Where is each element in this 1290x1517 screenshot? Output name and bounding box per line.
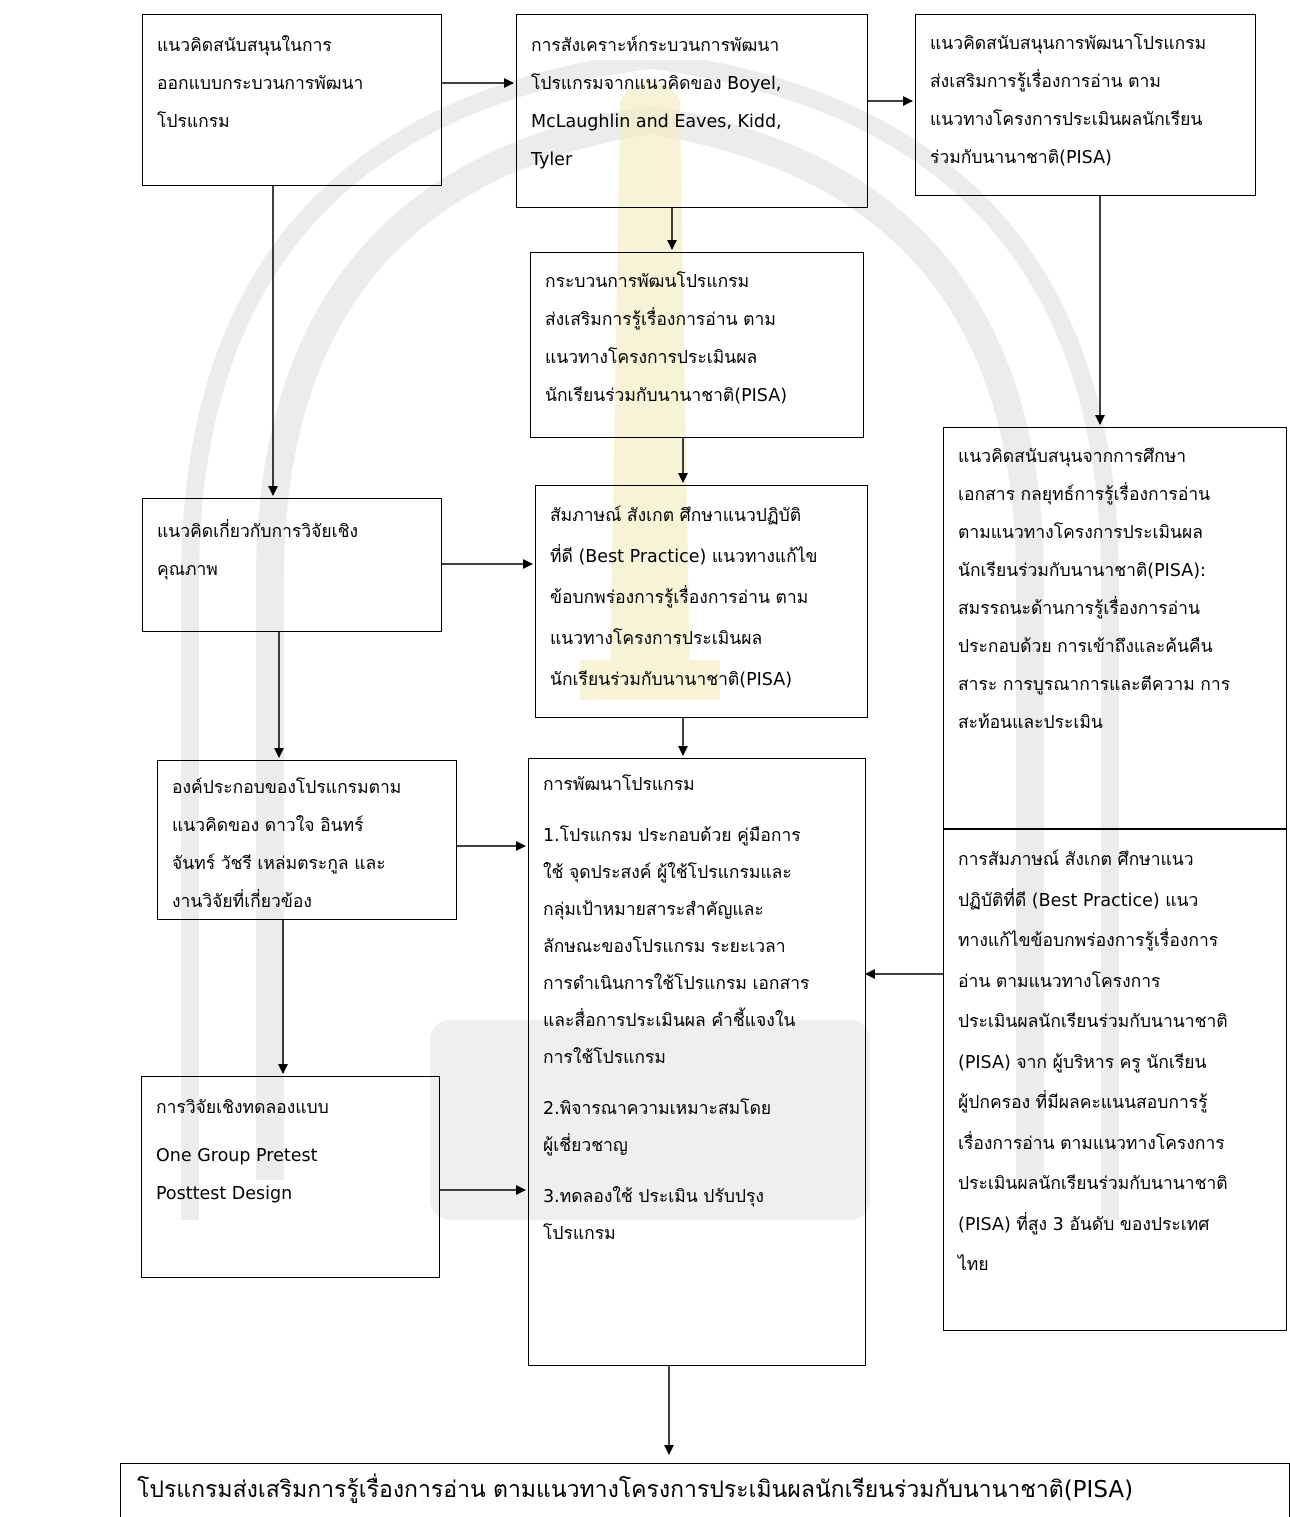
box-line: จันทร์ วัชรี เหล่มตระกูล และ: [172, 854, 386, 874]
box-line: ที่ดี (Best Practice) แนวทางแก้ไข: [550, 547, 818, 567]
box-line: แนวคิดของ ดาวใจ อินทร์: [172, 816, 364, 836]
box-dev-process: กระบวนการพัฒนโปรแกรม ส่งเสริมการรู้เรื่อ…: [530, 252, 864, 438]
box-synthesis: การสังเคราะห์กระบวนการพัฒนา โปรแกรมจากแน…: [516, 14, 868, 208]
box-program-development: การพัฒนาโปรแกรม 1.โปรแกรม ประกอบด้วย คู่…: [528, 758, 866, 1366]
box-line: การสัมภาษณ์ สังเกต ศึกษาแนว: [958, 850, 1194, 870]
box-line: ส่งเสริมการรู้เรื่องการอ่าน ตาม: [545, 310, 776, 330]
box-line: โปรแกรม: [543, 1224, 616, 1244]
box-line: การดำเนินการใช้โปรแกรม เอกสาร: [543, 974, 810, 994]
box-line: การใช้โปรแกรม: [543, 1048, 666, 1068]
box-line: ข้อบกพร่องการรู้เรื่องการอ่าน ตาม: [550, 588, 809, 608]
box-line: และสื่อการประเมินผล คำชี้แจงใน: [543, 1011, 796, 1031]
box-line: ประเมินผลนักเรียนร่วมกับนานาชาติ: [958, 1174, 1228, 1194]
box-line: สาระ การบูรณาการและตีความ การ: [958, 675, 1231, 695]
box-qualitative-research: แนวคิดเกี่ยวกับการวิจัยเชิง คุณภาพ: [142, 498, 442, 632]
box-line: ออกแบบกระบวนการพัฒนา: [157, 74, 364, 94]
box-line: องค์ประกอบของโปรแกรมตาม: [172, 778, 402, 798]
box-pisa-concept: แนวคิดสนับสนุนการพัฒนาโปรแกรม ส่งเสริมกา…: [915, 14, 1256, 196]
box-interview-observe: สัมภาษณ์ สังเกต ศึกษาแนวปฏิบัติ ที่ดี (B…: [535, 485, 868, 718]
box-line: ลักษณะของโปรแกรม ระยะเวลา: [543, 937, 786, 957]
box-line: ส่งเสริมการรู้เรื่องการอ่าน ตาม: [930, 72, 1161, 92]
box-line: Tyler: [531, 150, 573, 170]
box-line: Posttest Design: [156, 1184, 293, 1204]
box-experimental-research: การวิจัยเชิงทดลองแบบ One Group Pretest P…: [141, 1076, 440, 1278]
box-line: แนวคิดเกี่ยวกับการวิจัยเชิง: [157, 522, 359, 542]
box-design-concept: แนวคิดสนับสนุนในการ ออกแบบกระบวนการพัฒนา…: [142, 14, 442, 186]
box-document-study: แนวคิดสนับสนุนจากการศึกษา เอกสาร กลยุทธ์…: [943, 427, 1287, 829]
box-line: การสังเคราะห์กระบวนการพัฒนา: [531, 36, 780, 56]
box-line: เอกสาร กลยุทธ์การรู้เรื่องการอ่าน: [958, 485, 1211, 505]
box-line: ปฏิบัติที่ดี (Best Practice) แนว: [958, 890, 1199, 911]
box-line: สัมภาษณ์ สังเกต ศึกษาแนวปฏิบัติ: [550, 506, 802, 526]
box-line: แนวคิดสนับสนุนในการ: [157, 36, 332, 56]
box-line: โปรแกรมจากแนวคิดของ Boyel,: [531, 74, 782, 94]
box-line: สะท้อนและประเมิน: [958, 713, 1103, 733]
box-line: เรื่องการอ่าน ตามแนวทางโครงการ: [958, 1133, 1225, 1154]
box-line: แนวทางโครงการประเมินผล: [550, 629, 763, 649]
box-line: คุณภาพ: [157, 560, 218, 580]
box-line: แนวทางโครงการประเมินผลนักเรียน: [930, 110, 1203, 130]
box-line: อ่าน ตามแนวทางโครงการ: [958, 971, 1161, 992]
program-dev-title: การพัฒนาโปรแกรม: [543, 775, 695, 795]
box-line: (PISA) ที่สูง 3 อันดับ ของประเทศ: [958, 1214, 1210, 1235]
box-line: งานวิจัยที่เกี่ยวข้อง: [172, 892, 312, 912]
box-line: McLaughlin and Eaves, Kidd,: [531, 112, 782, 132]
box-line: (PISA) จาก ผู้บริหาร ครู นักเรียน: [958, 1052, 1207, 1073]
box-line: แนวทางโครงการประเมินผล: [545, 348, 758, 368]
box-line: นักเรียนร่วมกับนานาชาติ(PISA): [550, 670, 793, 690]
box-line: นักเรียนร่วมกับนานาชาติ(PISA): [545, 386, 788, 406]
box-interview-stakeholders: การสัมภาษณ์ สังเกต ศึกษาแนว ปฏิบัติที่ดี…: [943, 829, 1287, 1331]
box-line: แนวคิดสนับสนุนจากการศึกษา: [958, 447, 1187, 467]
box-line: ประเมินผลนักเรียนร่วมกับนานาชาติ: [958, 1012, 1228, 1032]
box-program-components: องค์ประกอบของโปรแกรมตาม แนวคิดของ ดาวใจ …: [157, 760, 457, 920]
experiment-title: การวิจัยเชิงทดลองแบบ: [156, 1098, 329, 1118]
box-line: กระบวนการพัฒนโปรแกรม: [545, 272, 750, 292]
box-line: One Group Pretest: [156, 1146, 318, 1166]
box-line: 2.พิจารณาความเหมาะสมโดย: [543, 1099, 772, 1119]
box-line: ผู้ปกครอง ที่มีผลคะแนนสอบการรู้: [958, 1093, 1208, 1113]
box-line: โปรแกรม: [157, 112, 230, 132]
box-line: ไทย: [958, 1255, 989, 1275]
box-line: 1.โปรแกรม ประกอบด้วย คู่มือการ: [543, 826, 801, 846]
box-line: ผู้เชี่ยวชาญ: [543, 1136, 628, 1156]
box-line: กลุ่มเป้าหมายสาระสำคัญและ: [543, 900, 764, 920]
final-program-box: โปรแกรมส่งเสริมการรู้เรื่องการอ่าน ตามแน…: [120, 1463, 1290, 1517]
box-line: สมรรถนะด้านการรู้เรื่องการอ่าน: [958, 599, 1200, 619]
box-line: นักเรียนร่วมกับนานาชาติ(PISA):: [958, 561, 1206, 581]
box-line: ประกอบด้วย การเข้าถึงและค้นคืน: [958, 637, 1213, 657]
box-line: ใช้ จุดประสงค์ ผู้ใช้โปรแกรมและ: [543, 863, 792, 883]
box-line: ร่วมกับนานาชาติ(PISA): [930, 148, 1112, 168]
box-line: ตามแนวทางโครงการประเมินผล: [958, 523, 1203, 543]
box-line: แนวคิดสนับสนุนการพัฒนาโปรแกรม: [930, 34, 1207, 54]
box-line: ทางแก้ไขข้อบกพร่องการรู้เรื่องการ: [958, 931, 1219, 951]
box-line: 3.ทดลองใช้ ประเมิน ปรับปรุง: [543, 1187, 764, 1207]
